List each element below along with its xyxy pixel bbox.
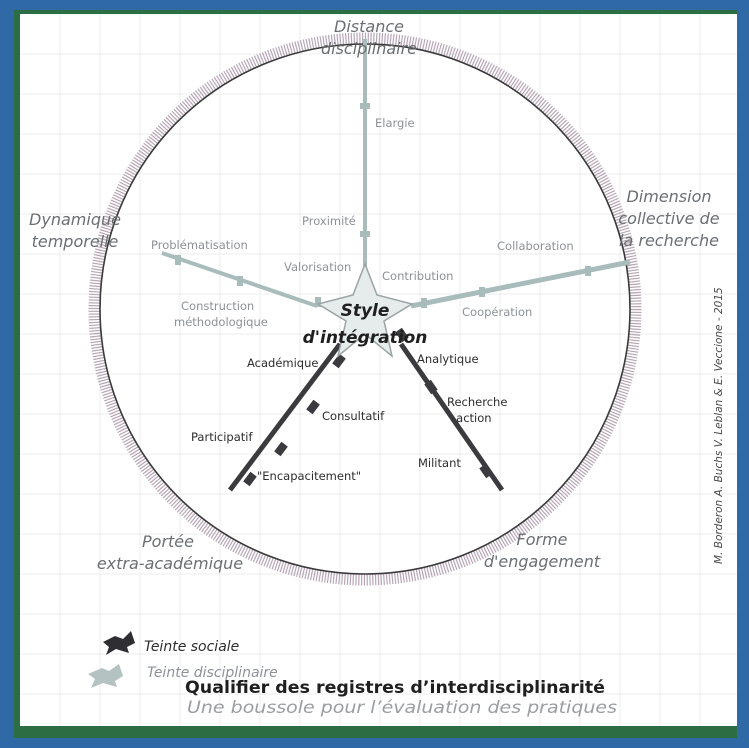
axis-name-temporal-2: temporelle [32,232,119,251]
label-consultatif: Consultatif [322,409,385,423]
axis-name-temporal-1: Dynamique [29,210,121,229]
axis-name-collective-3: la recherche [619,231,719,250]
label-valorisation: Valorisation [284,260,351,274]
label-collaboration: Collaboration [497,239,574,253]
label-academique: Académique [247,356,318,370]
label-construction: Construction [181,299,254,313]
social-ticks [243,327,493,487]
axis-name-collective-2: collective de [618,209,719,228]
tick-valorisation [315,297,321,307]
axis-reach [228,342,342,492]
tick-construction [237,276,243,286]
tick-academique [332,353,346,369]
axis-collective [410,259,631,309]
diagram-card: Style d'intégration Distance disciplinai… [20,14,737,726]
footer-title: Qualifier des registres d’interdisciplin… [185,678,605,698]
axis-name-reach-1: Portée [142,532,194,551]
label-militant: Militant [418,456,461,470]
label-recherche: Recherche [447,395,507,409]
tick-participatif [274,441,288,457]
tick-analytique [395,327,409,343]
disciplinary-ticks [175,103,591,308]
label-cooperation: Coopération [462,305,532,319]
axis-name-engagement-1: Forme [517,530,568,549]
label-elargie: Elargie [375,116,415,130]
compass-ring-hatched [88,32,642,586]
center-title-line2: d'intégration [303,328,428,348]
label-problematisation: Problématisation [151,238,248,252]
legend-disciplinary-label: Teinte disciplinaire [147,665,278,681]
legend-social-label: Teinte sociale [144,639,239,655]
tick-recherche [424,379,438,395]
tick-proximite [360,231,370,237]
tick-encapacitement [243,471,257,487]
credit-vertical: M. Borderon A. Buchs V. Leblan & E. Vecc… [713,287,725,564]
label-encapacitement: "Encapacitement" [257,469,361,483]
tick-collaboration [585,266,591,276]
tick-problematisation [175,255,181,265]
label-recherche-action: -action [452,411,492,425]
axis-name-engagement-2: d'engagement [484,552,601,571]
tick-cooperation [479,287,485,297]
label-analytique: Analytique [417,352,479,366]
center-star-icon [316,261,414,358]
tick-consultatif [306,399,320,415]
tick-elargie [360,103,370,109]
axis-name-distance-2: disciplinaire [321,39,417,58]
axis-name-distance-1: Distance [334,17,404,36]
center-title-line1: Style [341,301,390,321]
label-methodologique: méthodologique [174,315,268,329]
disciplinary-tint-icon [88,664,123,688]
label-participatif: Participatif [191,430,253,444]
tick-militant [479,463,493,479]
axis-name-reach-2: extra-académique [97,554,243,573]
social-tint-icon [103,631,135,655]
footer-subtitle: Une boussole pour l’évaluation des prati… [187,698,617,718]
label-proximite: Proximité [302,214,356,228]
tick-contribution [421,298,427,308]
axis-name-collective-1: Dimension [626,187,711,206]
background-grid [20,14,737,726]
label-contribution: Contribution [382,269,453,283]
